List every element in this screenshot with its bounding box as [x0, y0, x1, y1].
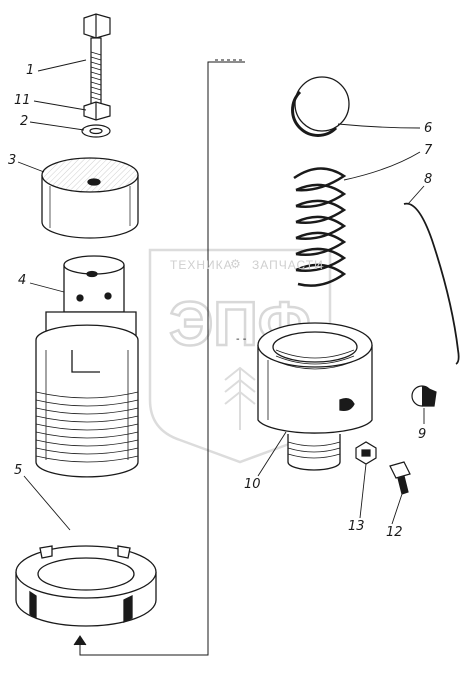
callout-label-13: 13	[348, 519, 365, 534]
callout-label-12: 12	[386, 525, 403, 540]
washer-part-2	[81, 124, 111, 138]
callout-label-2: 2	[20, 114, 29, 129]
callout-label-10: 10	[244, 477, 261, 492]
ring-nut-part-5	[15, 545, 157, 627]
ball-part-6	[291, 76, 350, 137]
callout-label-1: 1	[26, 63, 35, 78]
spring-part-7	[293, 167, 347, 287]
small-nut-part-13	[355, 441, 377, 465]
callout-label-8: 8	[424, 172, 433, 187]
callout-label-6: 6	[424, 121, 433, 136]
callout-label-4: 4	[18, 273, 27, 288]
callout-leader-lines	[17, 59, 425, 531]
small-screw-part-12	[389, 461, 411, 495]
housing-part-10	[257, 322, 373, 471]
watermark-text-right: ЗАПЧАСТИ	[252, 258, 324, 272]
watermark-gear-icon: ⚙	[230, 257, 242, 271]
callout-label-9: 9	[418, 427, 427, 442]
bolt-part-1	[83, 13, 111, 109]
assembly-connector-lines	[73, 59, 245, 656]
watermark-text-left: ТЕХНИКА	[170, 258, 233, 272]
callout-label-3: 3	[8, 153, 17, 168]
wire-part-8	[403, 202, 460, 365]
threaded-body-part-4	[35, 255, 139, 478]
nut-part-11	[83, 101, 111, 121]
callout-label-5: 5	[14, 463, 23, 478]
cap-part-9	[411, 385, 437, 407]
callout-label-11: 11	[14, 93, 31, 108]
callout-label-7: 7	[424, 143, 433, 158]
center-mark: - -	[236, 334, 247, 345]
disc-part-3	[41, 157, 139, 239]
